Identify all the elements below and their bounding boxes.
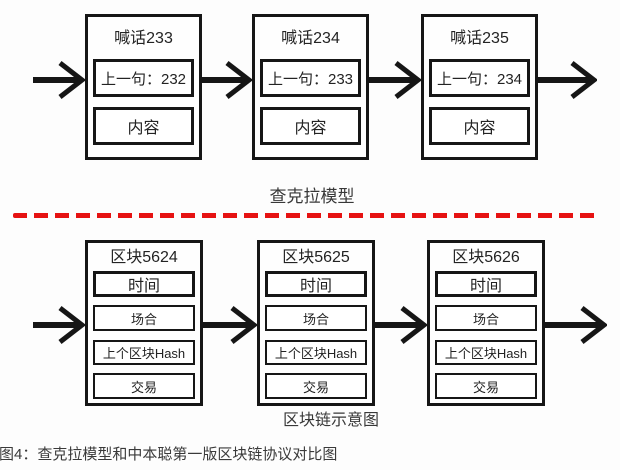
block-node-title: 区块5625 bbox=[282, 249, 350, 266]
flow-arrow-icon bbox=[33, 306, 85, 344]
flow-arrow-icon bbox=[202, 61, 252, 99]
flow-arrow-icon bbox=[545, 306, 607, 344]
red-dashed-divider bbox=[13, 213, 598, 218]
occasion-field: 场合 bbox=[265, 305, 367, 331]
prev-message-field: 上一句：233 bbox=[260, 59, 361, 97]
blockchain-diagram: 区块5624 时间 场合 上个区块Hash 交易 区块5625 时间 场合 上个… bbox=[0, 240, 607, 406]
shout-node-title: 喊话234 bbox=[281, 30, 340, 47]
prev-message-field: 上一句：232 bbox=[93, 59, 194, 97]
prev-message-field: 上一句：234 bbox=[429, 59, 530, 97]
time-field: 时间 bbox=[265, 271, 367, 297]
flow-arrow-icon bbox=[203, 306, 257, 344]
occasion-field: 场合 bbox=[435, 305, 537, 331]
content-field: 内容 bbox=[429, 107, 530, 145]
content-field: 内容 bbox=[260, 107, 361, 145]
shout-node-3: 喊话235 上一句：234 内容 bbox=[421, 14, 538, 160]
chakra-model-diagram: 喊话233 上一句：232 内容 喊话234 上一句：233 内容 喊话235 … bbox=[0, 14, 597, 160]
chakra-model-label: 查克拉模型 bbox=[269, 187, 355, 206]
occasion-field: 场合 bbox=[93, 305, 195, 331]
flow-arrow-icon bbox=[538, 61, 597, 99]
shout-node-1: 喊话233 上一句：232 内容 bbox=[85, 14, 202, 160]
shout-node-2: 喊话234 上一句：233 内容 bbox=[252, 14, 369, 160]
block-node-3: 区块5626 时间 场合 上个区块Hash 交易 bbox=[427, 240, 545, 406]
flow-arrow-icon bbox=[33, 61, 85, 99]
block-node-title: 区块5626 bbox=[452, 249, 520, 266]
transaction-field: 交易 bbox=[435, 373, 537, 399]
shout-node-title: 喊话233 bbox=[114, 30, 173, 47]
time-field: 时间 bbox=[93, 271, 195, 297]
prev-block-hash-field: 上个区块Hash bbox=[93, 340, 195, 365]
transaction-field: 交易 bbox=[93, 373, 195, 399]
prev-block-hash-field: 上个区块Hash bbox=[265, 340, 367, 365]
blockchain-label: 区块链示意图 bbox=[282, 412, 380, 429]
block-node-1: 区块5624 时间 场合 上个区块Hash 交易 bbox=[85, 240, 203, 406]
flow-arrow-icon bbox=[369, 61, 421, 99]
flow-arrow-icon bbox=[375, 306, 427, 344]
block-node-title: 区块5624 bbox=[110, 249, 178, 266]
prev-block-hash-field: 上个区块Hash bbox=[435, 340, 537, 365]
time-field: 时间 bbox=[435, 271, 537, 297]
transaction-field: 交易 bbox=[265, 373, 367, 399]
content-field: 内容 bbox=[93, 107, 194, 145]
block-node-2: 区块5625 时间 场合 上个区块Hash 交易 bbox=[257, 240, 375, 406]
figure-caption: 图4：查克拉模型和中本聪第一版区块链协议对比图 bbox=[0, 446, 338, 463]
shout-node-title: 喊话235 bbox=[450, 30, 509, 47]
